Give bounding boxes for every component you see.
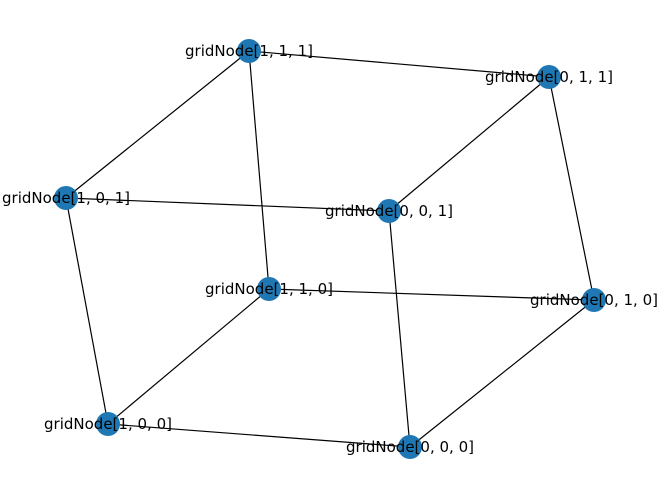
edges	[65, 50, 595, 448]
node-label-101: gridNode[1, 0, 1]	[2, 189, 130, 207]
node-label-001: gridNode[0, 0, 1]	[325, 202, 453, 220]
edge-011-001	[388, 76, 550, 212]
node-label-011: gridNode[0, 1, 1]	[485, 68, 613, 86]
node-label-010: gridNode[0, 1, 0]	[530, 291, 658, 309]
node-111	[237, 39, 261, 63]
node-000	[398, 435, 422, 459]
edge-111-110	[248, 50, 270, 290]
edge-111-101	[65, 50, 250, 199]
edge-011-010	[548, 76, 595, 301]
node-label-111: gridNode[1, 1, 1]	[185, 42, 313, 60]
edge-010-000	[409, 299, 595, 448]
node-label-110: gridNode[1, 1, 0]	[205, 280, 333, 298]
node-110	[257, 277, 281, 301]
node-001	[377, 199, 401, 223]
edge-111-011	[248, 50, 550, 78]
node-010	[582, 288, 606, 312]
node-label-100: gridNode[1, 0, 0]	[44, 415, 172, 433]
node-011	[537, 65, 561, 89]
edge-001-000	[388, 210, 411, 448]
labels: gridNode[1, 1, 1] gridNode[0, 1, 1] gridNo…	[2, 42, 658, 456]
edge-101-100	[65, 197, 109, 425]
node-100	[96, 412, 120, 436]
nodes	[54, 39, 606, 459]
edge-110-010	[268, 288, 595, 301]
node-101	[54, 186, 78, 210]
node-label-000: gridNode[0, 0, 0]	[346, 438, 474, 456]
edge-101-001	[65, 197, 390, 212]
edge-100-000	[107, 423, 411, 448]
edge-110-100	[107, 288, 270, 425]
